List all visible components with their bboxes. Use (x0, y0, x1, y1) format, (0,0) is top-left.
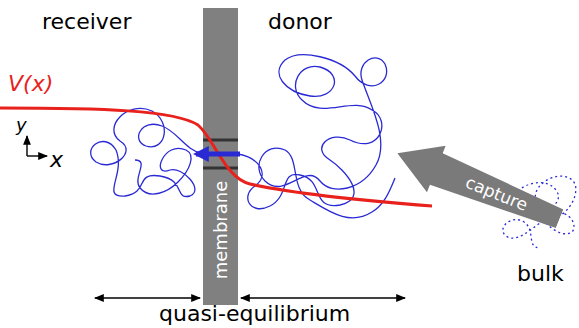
membrane-bar: membrane (203, 8, 238, 305)
axis-arrow (26, 136, 27, 156)
curve-label: V(x) (8, 72, 53, 96)
range-label: quasi-equilibrium (159, 302, 350, 326)
range-arrow (241, 297, 405, 298)
polymer-coil (91, 108, 203, 196)
region-label: bulk (517, 262, 564, 286)
arrow-body (388, 130, 569, 242)
range-arrow (95, 297, 200, 298)
side-label: receiver (42, 10, 131, 34)
translocation-arrow (196, 152, 240, 157)
side-label: donor (268, 10, 332, 34)
arrow-label: capture (463, 172, 531, 215)
axis-label: x (50, 148, 63, 172)
membrane-label: membrane (210, 181, 232, 279)
capture-arrow: capture (388, 130, 569, 242)
axis-arrow (27, 155, 47, 156)
pore-edge (203, 167, 238, 170)
axis-label: y (16, 113, 27, 137)
